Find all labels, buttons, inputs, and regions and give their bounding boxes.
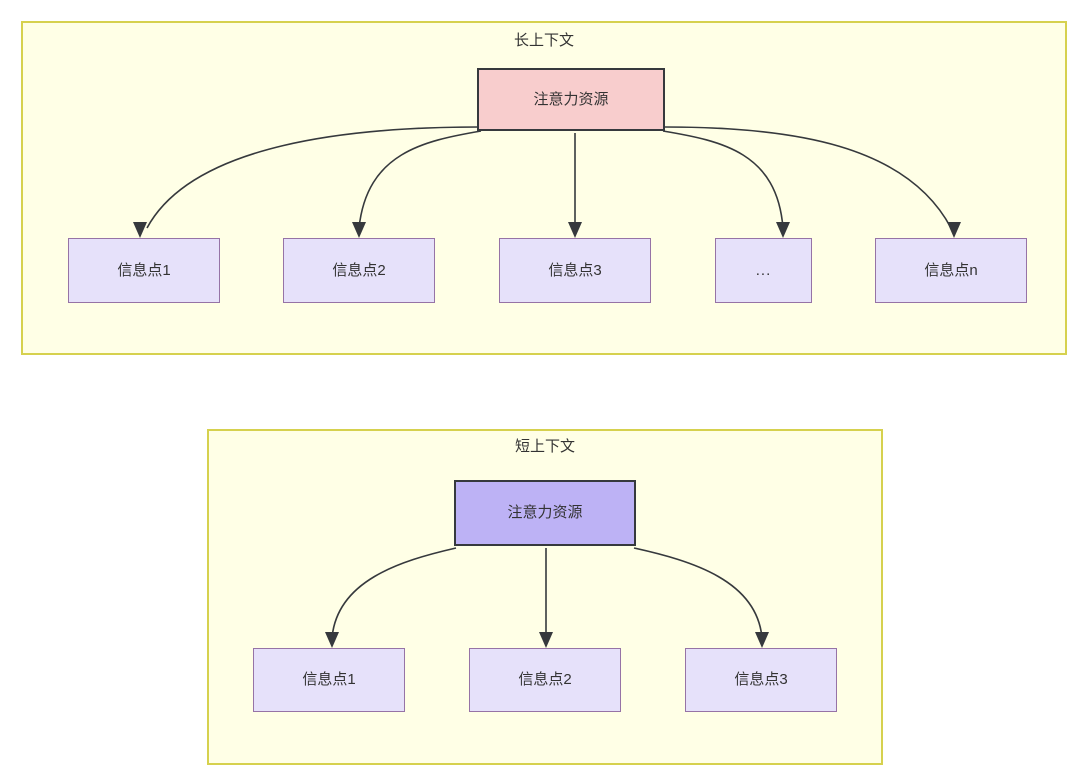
node-info-point-long-2[interactable]: 信息点2 [283, 238, 435, 303]
node-info-point-long-3-label: 信息点3 [548, 261, 602, 279]
node-attention-resource-long-label: 注意力资源 [533, 90, 609, 108]
node-info-point-long-1-label: 信息点1 [117, 261, 171, 279]
edge-root-to-leaf-ellipsis [662, 130, 790, 238]
node-info-point-long-ellipsis-label: ... [755, 261, 772, 279]
node-info-point-short-3[interactable]: 信息点3 [685, 648, 837, 712]
edge-root-to-leaf-1 [325, 547, 457, 648]
edge-root-to-leaf-n [664, 126, 961, 238]
panel-short-context-title: 短上下文 [514, 438, 575, 455]
node-attention-resource-short[interactable]: 注意力资源 [454, 480, 636, 546]
node-attention-resource-short-label: 注意力资源 [507, 504, 583, 521]
node-info-point-short-2[interactable]: 信息点2 [469, 648, 621, 712]
edge-root-to-leaf-3 [633, 547, 769, 648]
node-info-point-long-n-label: 信息点n [924, 261, 978, 279]
node-info-point-short-1-label: 信息点1 [302, 671, 356, 688]
panel-long-context: 长上下文 [21, 21, 1067, 355]
panel-short-context: 短上下文 注意力资源 信息点1 信息点2 [207, 429, 883, 765]
edge-root-to-leaf-2 [539, 548, 553, 648]
node-info-point-long-n[interactable]: 信息点n [875, 238, 1027, 303]
edge-root-to-leaf-3 [568, 133, 582, 238]
node-info-point-short-2-label: 信息点2 [518, 671, 572, 688]
node-attention-resource-long[interactable]: 注意力资源 [477, 68, 665, 131]
node-info-point-long-2-label: 信息点2 [332, 261, 386, 279]
node-info-point-short-3-label: 信息点3 [734, 671, 788, 688]
node-info-point-long-ellipsis[interactable]: ... [715, 238, 812, 303]
panel-long-context-title: 长上下文 [513, 32, 574, 49]
edge-root-to-leaf-1 [133, 126, 480, 238]
node-info-point-short-1[interactable]: 信息点1 [253, 648, 405, 712]
edge-root-to-leaf-2 [352, 130, 482, 238]
node-info-point-long-3[interactable]: 信息点3 [499, 238, 651, 303]
node-info-point-long-1[interactable]: 信息点1 [68, 238, 220, 303]
